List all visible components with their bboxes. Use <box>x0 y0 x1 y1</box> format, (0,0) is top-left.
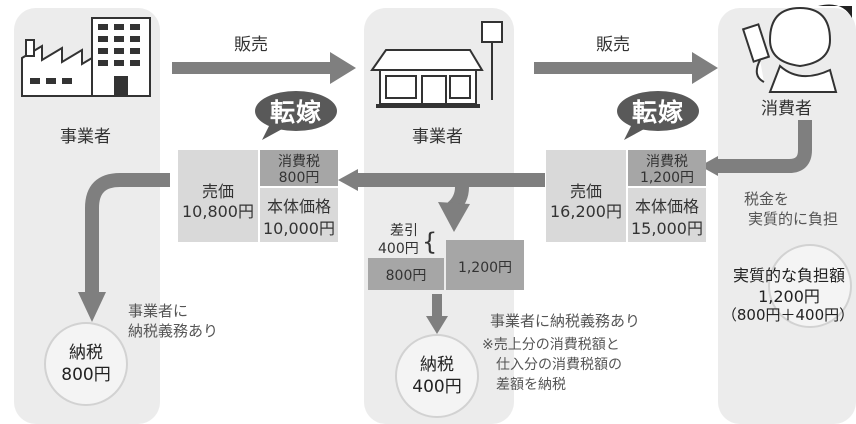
left-payment-label: 納税 <box>69 343 103 363</box>
right-invoice-base-value: 15,000円 <box>631 219 703 238</box>
input-tax-box <box>368 258 444 290</box>
left-obligation-line2: 納税義務あり <box>128 322 219 340</box>
left-payment-circle: 納税 800円 <box>44 322 128 406</box>
input-tax-value: 800円 <box>385 268 427 284</box>
consumer-label: 消費者 <box>761 99 812 119</box>
right-invoice-tax-box <box>628 150 706 186</box>
tenka-label-right: 転嫁 <box>631 98 684 127</box>
right-invoice-price-box <box>546 150 626 242</box>
tenka-bubble-right-shape <box>617 91 699 140</box>
sale-arrow-left <box>172 52 356 84</box>
retailer-label: 事業者 <box>412 127 463 147</box>
middle-payment-circle: 納税 400円 <box>395 334 479 418</box>
left-invoice-base-value: 10,000円 <box>263 219 335 238</box>
sale-arrow-right <box>534 52 718 84</box>
right-invoice-price-value: 16,200円 <box>550 202 622 221</box>
sale-label-left: 販売 <box>234 35 268 55</box>
burden-circle <box>768 244 852 328</box>
burden-breakdown: （800円＋400円） <box>721 306 855 324</box>
tenka-bubble-left: 転嫁 <box>255 91 337 131</box>
left-invoice-base-label: 本体価格 <box>266 197 331 216</box>
consumer-note-line2: 実質的に負担 <box>748 210 839 228</box>
difference-brace: { <box>422 228 438 256</box>
left-invoice-price-box <box>178 150 258 242</box>
burden-title: 実質的な負担額 <box>732 266 845 285</box>
middle-obligation-note2: 仕入分の消費税額の <box>496 357 622 373</box>
right-invoice-price-label: 売価 <box>569 182 602 201</box>
left-invoice-price-value: 10,800円 <box>182 202 254 221</box>
difference-value: 400円 <box>378 241 419 257</box>
consumer-return-arrow <box>718 120 812 173</box>
left-payment-value: 800円 <box>61 365 111 385</box>
tenka-bubble-left-shape <box>255 91 337 140</box>
right-invoice-base-box <box>628 188 706 242</box>
manufacturer-label: 事業者 <box>60 127 111 147</box>
left-invoice-tax-box <box>260 150 338 186</box>
middle-obligation-note3: 差額を納税 <box>496 377 566 393</box>
left-invoice-tax-label: 消費税 <box>278 154 320 170</box>
output-tax-value: 1,200円 <box>457 260 513 276</box>
burden-amount: 1,200円 <box>758 287 820 306</box>
left-obligation-line1: 事業者に <box>128 302 189 320</box>
left-invoice-base-box <box>260 188 338 242</box>
tenka-label-left: 転嫁 <box>269 98 322 127</box>
left-invoice-price-label: 売価 <box>201 182 234 201</box>
consumer-note-line1: 税金を <box>744 190 790 208</box>
sale-label-right: 販売 <box>596 35 630 55</box>
left-invoice-tax-value: 800円 <box>278 170 320 186</box>
right-invoice-base-label: 本体価格 <box>634 197 699 216</box>
output-tax-box <box>446 240 524 290</box>
middle-obligation-line1: 事業者に納税義務あり <box>490 312 641 330</box>
right-invoice-tax-value: 1,200円 <box>639 170 695 186</box>
middle-payment-label: 納税 <box>420 355 454 375</box>
middle-payment-value: 400円 <box>412 377 462 397</box>
middle-obligation-note1: ※売上分の消費税額と <box>482 337 620 353</box>
difference-label: 差引 <box>390 223 418 239</box>
right-invoice-tax-label: 消費税 <box>646 154 688 170</box>
tenka-bubble-right: 転嫁 <box>617 91 699 131</box>
